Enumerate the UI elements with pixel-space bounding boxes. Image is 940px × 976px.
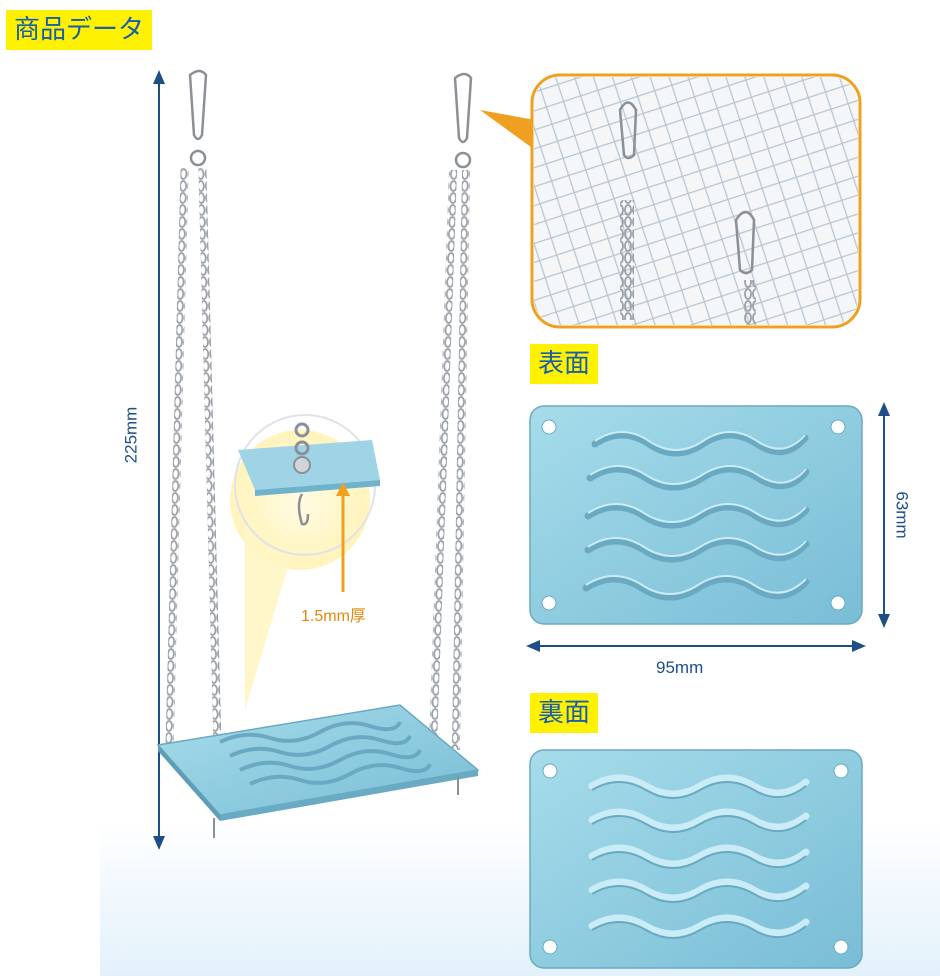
back-plate xyxy=(529,749,863,969)
product-data-label: 商品データ xyxy=(6,10,153,50)
thickness-zoom-detail xyxy=(230,414,380,710)
left-chain xyxy=(165,69,222,758)
right-chain xyxy=(428,72,473,750)
front-side-label: 表面 xyxy=(530,344,599,384)
plate-width-arrow xyxy=(526,640,866,652)
plate-height-text: 63mm xyxy=(892,491,912,539)
plate-width-text: 95mm xyxy=(656,658,704,677)
back-side-label: 裏面 xyxy=(530,693,599,733)
front-plate xyxy=(529,405,863,625)
swing-plate xyxy=(156,704,480,838)
mesh-zoom-detail xyxy=(480,73,862,329)
plate-height-arrow xyxy=(878,402,890,628)
height-dimension-arrow xyxy=(153,70,165,850)
thickness-text: 1.5mm厚 xyxy=(301,608,366,625)
height-dimension-text: 225mm xyxy=(121,406,141,464)
